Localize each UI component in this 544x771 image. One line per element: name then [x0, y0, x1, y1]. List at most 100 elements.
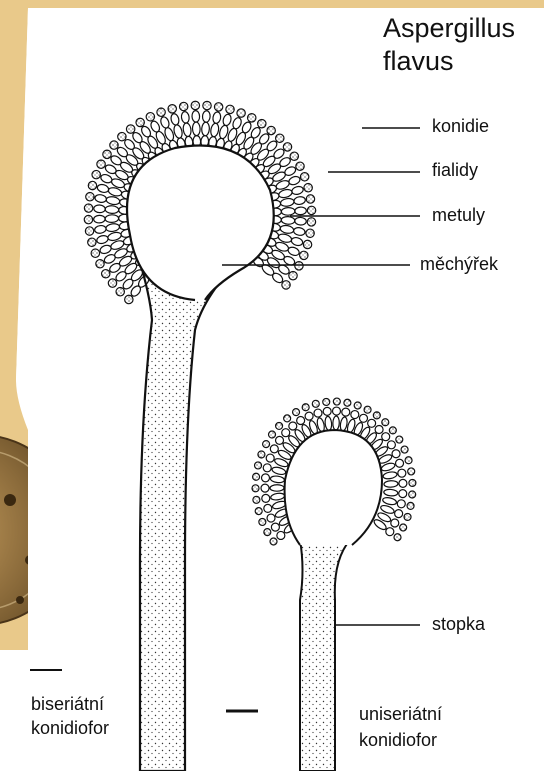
conidium — [262, 494, 270, 502]
conidium — [191, 101, 199, 109]
conidium — [407, 502, 414, 509]
conidium — [258, 451, 265, 458]
conidium — [391, 519, 399, 527]
conidium — [102, 270, 110, 278]
conidium — [276, 436, 284, 444]
conidium — [92, 170, 100, 178]
conidium — [226, 105, 234, 113]
conidium — [255, 462, 262, 469]
species-title-line2: flavus — [383, 45, 454, 78]
conidium — [399, 490, 407, 498]
conidium — [284, 415, 291, 422]
conidium — [126, 125, 134, 133]
conidium — [110, 141, 118, 149]
conidium — [295, 262, 303, 270]
conidium — [387, 441, 395, 449]
conidium — [85, 227, 93, 235]
conidium — [88, 181, 96, 189]
caption-biseriate-line2: konidiofor — [31, 718, 109, 739]
conidium — [108, 279, 116, 287]
conidium — [282, 429, 290, 437]
conidium — [307, 206, 315, 214]
conidium — [375, 425, 383, 433]
conidium — [136, 118, 144, 126]
conidium — [302, 404, 309, 411]
conidium — [264, 529, 271, 536]
caption-biseriate-line1: biseriátní — [31, 694, 104, 715]
conidium — [397, 500, 405, 508]
conidium — [179, 102, 187, 110]
conidium — [409, 479, 416, 486]
conidium — [261, 484, 269, 492]
conidium — [342, 408, 350, 416]
conidium — [307, 218, 315, 226]
conidium — [146, 113, 154, 121]
caption-uniseriate-line2: konidiofor — [359, 730, 437, 751]
phialide — [281, 216, 295, 224]
conidium — [253, 473, 260, 480]
conidium — [323, 398, 330, 405]
conidium — [255, 508, 262, 515]
conidium — [267, 514, 275, 522]
conidium — [394, 534, 401, 541]
conidium — [157, 108, 165, 116]
conidium — [263, 441, 270, 448]
conidium — [289, 422, 297, 430]
phialide — [295, 207, 307, 215]
phialide — [105, 215, 119, 223]
conidium — [237, 109, 245, 117]
conidium — [264, 504, 272, 512]
conidium — [269, 431, 276, 438]
conidium — [252, 485, 259, 492]
label-metuly: metuly — [432, 205, 485, 226]
label-mechyrek: měchýřek — [420, 254, 498, 275]
conidium — [276, 134, 284, 142]
conidium — [276, 422, 283, 429]
conidium — [270, 538, 277, 545]
conidium — [354, 402, 361, 409]
conidium — [253, 496, 260, 503]
phialide — [295, 217, 307, 225]
conidium — [86, 193, 94, 201]
conidium — [386, 528, 394, 536]
conidium — [300, 251, 308, 259]
conidium — [323, 407, 331, 415]
conidium — [88, 238, 96, 246]
conidium — [96, 260, 104, 268]
conidium — [306, 229, 314, 237]
conidium — [396, 459, 404, 467]
conidium — [270, 445, 278, 453]
phialide — [192, 110, 200, 122]
conidium — [248, 114, 256, 122]
conidium — [293, 409, 300, 416]
phialide — [281, 207, 295, 215]
conidium — [409, 491, 416, 498]
conidium — [395, 510, 403, 518]
conidium — [401, 446, 408, 453]
phialide — [93, 215, 105, 223]
conidium — [351, 411, 359, 419]
conidium — [373, 412, 380, 419]
label-fialidy: fialidy — [432, 160, 478, 181]
conidium — [404, 513, 411, 520]
conidium — [297, 416, 305, 424]
conidium — [392, 450, 400, 458]
phialide — [270, 485, 284, 492]
conidium — [368, 419, 376, 427]
conidium — [398, 469, 406, 477]
conidium — [314, 409, 322, 417]
conidium — [267, 126, 275, 134]
caption-uniseriate-line1: uniseriátní — [359, 704, 442, 725]
conidium — [382, 419, 389, 426]
conidium — [118, 132, 126, 140]
conidium — [84, 204, 92, 212]
conidium — [303, 240, 311, 248]
conidium — [91, 249, 99, 257]
conidium — [305, 412, 313, 420]
conidium — [271, 523, 279, 531]
conidium — [116, 288, 124, 296]
conidium — [97, 160, 105, 168]
conidium — [203, 101, 211, 109]
conidium — [283, 143, 291, 151]
conidium — [300, 173, 308, 181]
